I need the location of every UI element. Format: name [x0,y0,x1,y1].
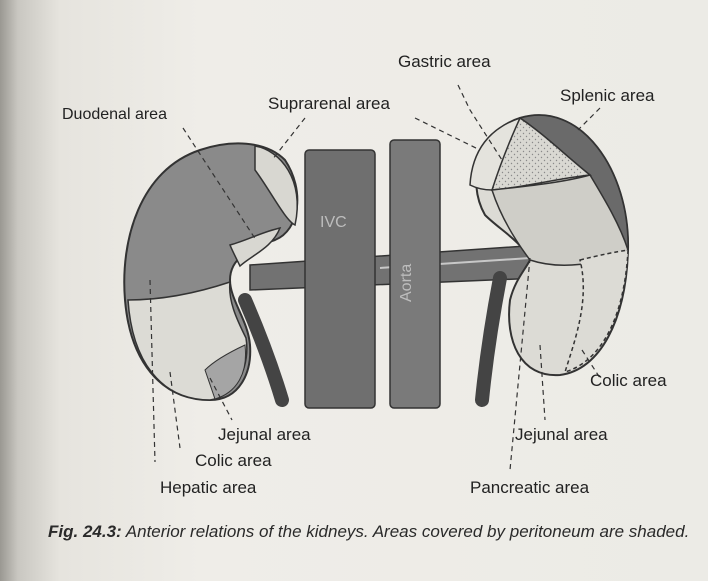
ivc [305,150,375,408]
figure-caption-text: Anterior relations of the kidneys. Areas… [126,522,690,541]
aorta-label: Aorta [398,264,416,302]
leader-suprarenal-right [272,118,305,160]
leader-splenic [578,108,600,130]
figure-caption: Fig. 24.3: Anterior relations of the kid… [48,519,698,544]
gastric-area-label: Gastric area [398,52,491,72]
jejunal-area-right-label: Jejunal area [218,425,311,445]
ivc-label: IVC [320,214,347,232]
splenic-area-label: Splenic area [560,86,655,106]
colic-area-left-label: Colic area [590,371,667,391]
suprarenal-area-label: Suprarenal area [268,94,390,114]
left-ureter [482,278,500,400]
duodenal-area-label: Duodenal area [62,106,167,124]
colic-area-right-label: Colic area [195,451,272,471]
pancreatic-area-label: Pancreatic area [470,478,589,498]
jejunal-area-left-label: Jejunal area [515,425,608,445]
figure-number: Fig. 24.3: [48,522,122,541]
hepatic-area-label: Hepatic area [160,478,256,498]
